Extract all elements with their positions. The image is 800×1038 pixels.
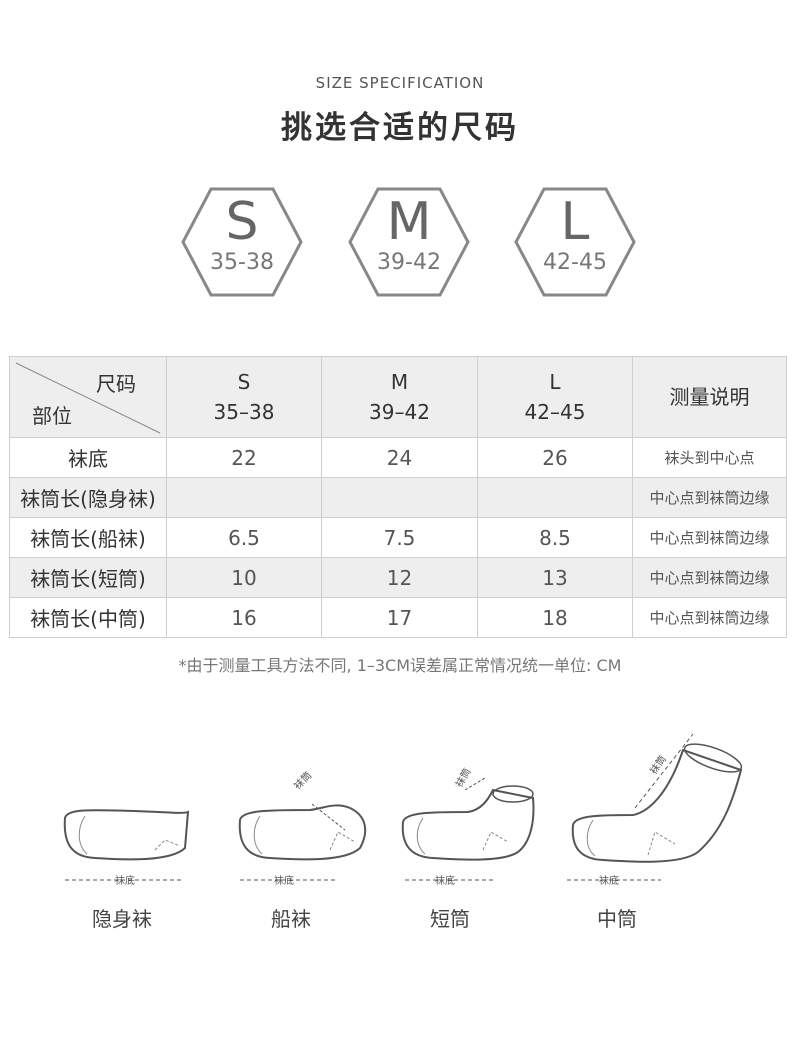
size-letter: L	[560, 192, 590, 252]
cell-l	[477, 477, 633, 518]
cell-l: 26	[477, 437, 633, 478]
row-label: 袜底	[9, 437, 167, 478]
ankle-sock-icon: 袜筒 袜底	[401, 766, 535, 887]
no-show-sock-icon: 袜底	[63, 809, 190, 887]
page-title: 挑选合适的尺码	[281, 110, 519, 146]
hexagon-shape	[514, 187, 636, 297]
size-hexagon-l: L 42-45	[513, 186, 637, 298]
table-corner-cell: 尺码 部位	[9, 356, 167, 438]
diagonal-line	[15, 362, 161, 434]
cell-l: 18	[477, 597, 633, 638]
hexagon-shape	[348, 187, 470, 297]
cell-m: 24	[321, 437, 478, 478]
sock-type-label: 短筒	[430, 907, 470, 931]
header-letter: L	[549, 370, 561, 394]
header-size-l: L 42–45	[477, 356, 633, 438]
header-range: 39–42	[369, 400, 430, 424]
page-subtitle: SIZE SPECIFICATION	[315, 74, 485, 92]
size-hexagon-m: M 39-42	[347, 186, 471, 298]
header-range: 42–45	[524, 400, 586, 424]
table-row: 袜筒长(短筒) 10 12 13 中心点到袜筒边缘	[9, 557, 787, 598]
sole-label: 袜底	[435, 874, 455, 887]
cell-note: 中心点到袜筒边缘	[632, 597, 787, 638]
boat-sock-icon: 袜筒 袜底	[238, 769, 367, 887]
size-range: 39-42	[377, 250, 441, 275]
cell-l: 8.5	[477, 517, 633, 558]
size-range: 42-45	[543, 250, 607, 275]
header-letter: S	[237, 370, 251, 394]
row-label: 袜筒长(船袜)	[9, 517, 167, 558]
hexagon-shape	[181, 187, 303, 297]
sole-label: 袜底	[115, 874, 135, 887]
cell-s	[166, 477, 322, 518]
size-table: 尺码 部位 S 35–38 M 39–42 L 42–45 测量说明 袜底 22…	[9, 356, 787, 638]
table-row: 袜筒长(中筒) 16 17 18 中心点到袜筒边缘	[9, 597, 787, 638]
cell-s: 6.5	[166, 517, 322, 558]
header-letter: M	[390, 370, 409, 394]
sole-label: 袜底	[274, 874, 294, 887]
cell-note: 中心点到袜筒边缘	[632, 477, 787, 518]
row-label: 袜筒长(隐身袜)	[9, 477, 167, 518]
cell-s: 16	[166, 597, 322, 638]
corner-size-label: 尺码	[96, 372, 136, 396]
size-letter: S	[225, 192, 259, 252]
tube-label: 袜筒	[452, 766, 473, 790]
size-hexagon-s: S 35-38	[180, 186, 304, 298]
size-letter: M	[386, 192, 432, 252]
sock-type-label: 中筒	[597, 907, 637, 931]
sock-type-label: 船袜	[271, 907, 311, 931]
row-label: 袜筒长(短筒)	[9, 557, 167, 598]
cell-m: 12	[321, 557, 478, 598]
mid-calf-sock-icon: 袜筒 袜底	[567, 733, 743, 887]
row-label: 袜筒长(中筒)	[9, 597, 167, 638]
table-row: 袜底 22 24 26 袜头到中心点	[9, 437, 787, 478]
header-range: 35–38	[213, 400, 275, 424]
cell-m: 7.5	[321, 517, 478, 558]
cell-s: 10	[166, 557, 322, 598]
table-row: 袜筒长(隐身袜) 中心点到袜筒边缘	[9, 477, 787, 518]
header-note: 测量说明	[632, 356, 787, 438]
table-header-row: 尺码 部位 S 35–38 M 39–42 L 42–45 测量说明	[9, 356, 787, 438]
cell-note: 袜头到中心点	[632, 437, 787, 478]
cell-s: 22	[166, 437, 322, 478]
table-row: 袜筒长(船袜) 6.5 7.5 8.5 中心点到袜筒边缘	[9, 517, 787, 558]
header-size-s: S 35–38	[166, 356, 322, 438]
cell-note: 中心点到袜筒边缘	[632, 557, 787, 598]
tube-label: 袜筒	[291, 769, 314, 792]
size-range: 35-38	[210, 250, 274, 275]
cell-l: 13	[477, 557, 633, 598]
sock-type-label: 隐身袜	[92, 907, 152, 931]
cell-m	[321, 477, 478, 518]
cell-m: 17	[321, 597, 478, 638]
measurement-footnote: *由于测量工具方法不同, 1–3CM误差属正常情况统一单位: CM	[178, 656, 622, 675]
sole-label: 袜底	[599, 874, 619, 887]
tube-label: 袜筒	[647, 753, 669, 777]
cell-note: 中心点到袜筒边缘	[632, 517, 787, 558]
corner-part-label: 部位	[32, 404, 72, 428]
header-size-m: M 39–42	[321, 356, 478, 438]
